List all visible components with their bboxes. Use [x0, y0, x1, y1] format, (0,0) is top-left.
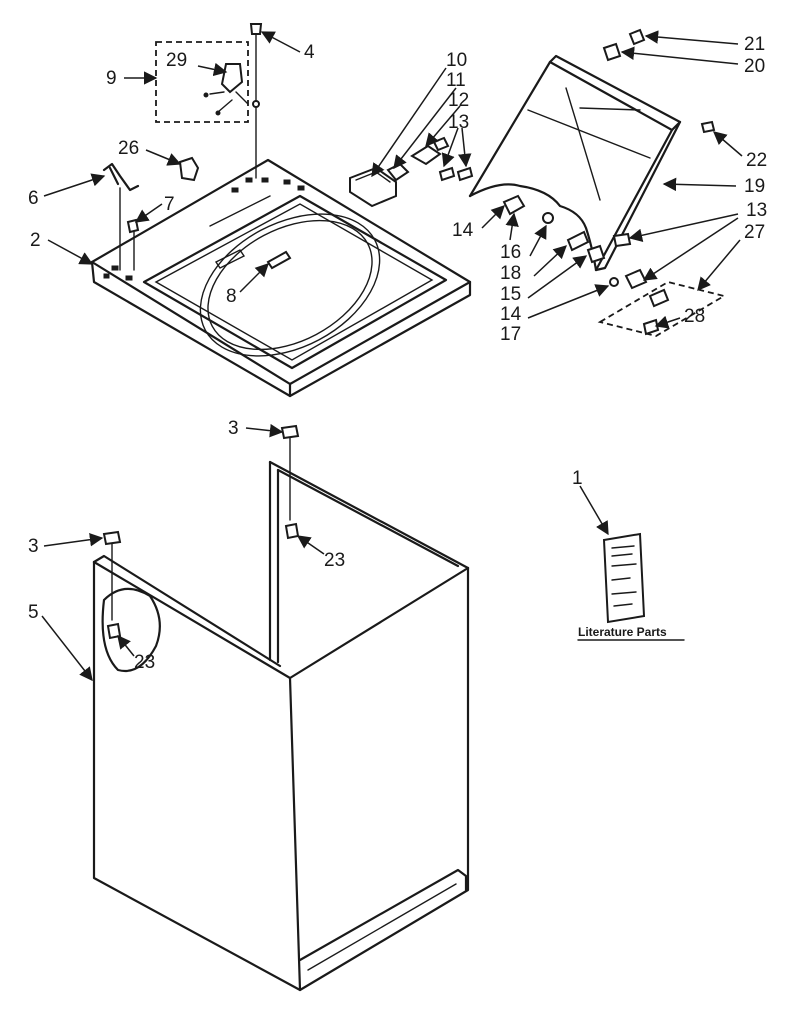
callout-15: 15 [500, 284, 521, 305]
parts-20-21-22 [602, 28, 716, 134]
lid [468, 54, 682, 272]
part-26-clip [178, 156, 200, 182]
hinge-parts [502, 194, 648, 290]
callout-21: 21 [744, 34, 765, 55]
callout-8: 8 [226, 286, 237, 307]
callout-2: 2 [30, 230, 41, 251]
part-27-28-assembly [597, 281, 727, 337]
callout-7: 7 [164, 194, 175, 215]
callout-6: 6 [28, 188, 39, 209]
part-4-screw [249, 23, 263, 179]
callout-4: 4 [304, 42, 315, 63]
callout-18: 18 [500, 263, 521, 284]
callout-3: 3 [28, 536, 39, 557]
part-3-brackets [102, 424, 300, 621]
cabinet [92, 460, 470, 992]
callout-1: 1 [572, 468, 583, 489]
callout-labels: 1 2 3 3 4 5 6 7 8 9 10 11 12 13 13 14 14… [28, 34, 767, 673]
callout-16: 16 [500, 242, 521, 263]
callout-19: 19 [744, 176, 765, 197]
callout-9: 9 [106, 68, 117, 89]
part-7-nut [126, 218, 140, 271]
callout-17: 17 [500, 324, 521, 345]
callout-14: 14 [500, 304, 522, 325]
callout-23: 23 [134, 652, 155, 673]
part-8-pin [266, 250, 292, 270]
callout-leaders [41, 30, 743, 682]
callout-13: 13 [448, 112, 469, 133]
callout-3: 3 [228, 418, 239, 439]
lid-switch-parts [349, 136, 474, 208]
callout-20: 20 [744, 56, 765, 77]
callout-12: 12 [448, 90, 469, 111]
part-6-hook [102, 162, 140, 271]
callout-10: 10 [446, 50, 467, 71]
callout-11: 11 [446, 70, 466, 91]
callout-28: 28 [684, 306, 705, 327]
callout-13: 13 [746, 200, 767, 221]
callout-27: 27 [744, 222, 765, 243]
literature-booklet [602, 532, 646, 624]
literature-parts-label: Literature Parts [578, 625, 667, 639]
callout-23: 23 [324, 550, 345, 571]
top-panel [90, 158, 472, 398]
callout-26: 26 [118, 138, 139, 159]
callout-14: 14 [452, 220, 474, 241]
callout-5: 5 [28, 602, 39, 623]
callout-29: 29 [166, 50, 187, 71]
callout-22: 22 [746, 150, 767, 171]
